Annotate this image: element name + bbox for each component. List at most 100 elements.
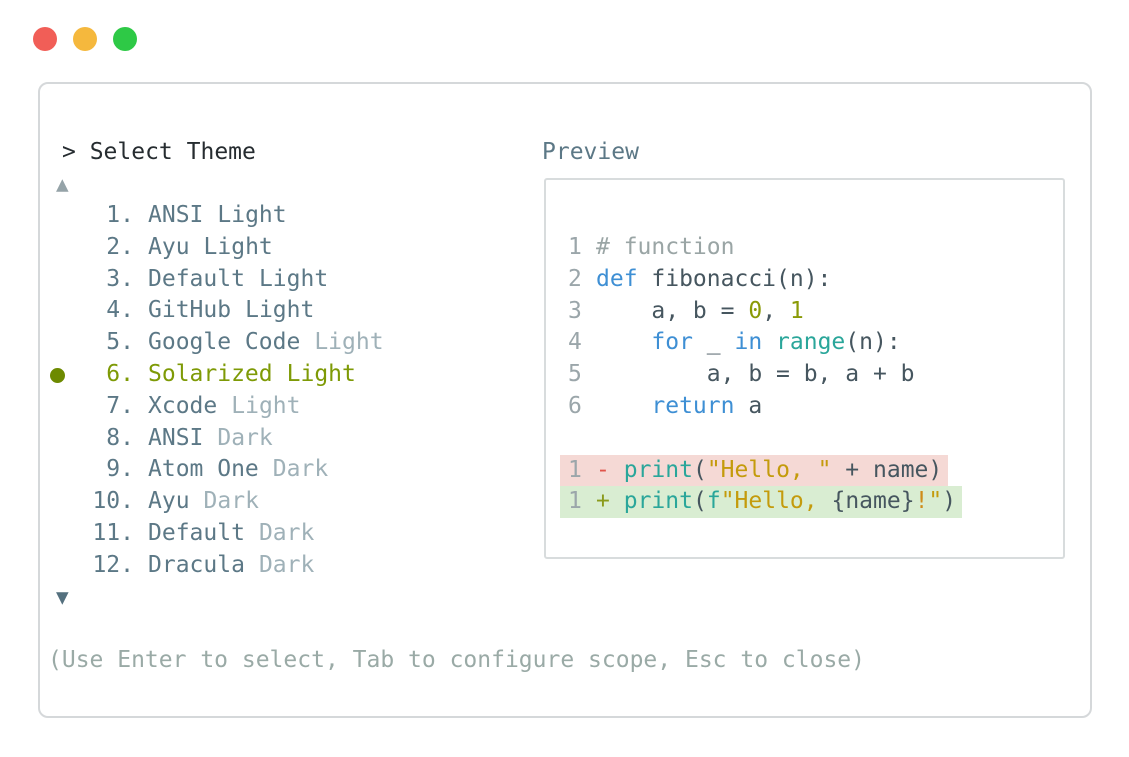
- code-token-plain: (: [692, 488, 707, 515]
- line-number: 4: [568, 329, 582, 356]
- code-token-keyword: in: [734, 329, 763, 356]
- code-line-content: [560, 423, 602, 455]
- theme-item-variant: Dark: [203, 488, 259, 515]
- code-token-function: range: [776, 329, 846, 356]
- traffic-light-minimize-button[interactable]: [73, 27, 97, 51]
- theme-item-number: 8.: [106, 424, 134, 451]
- code-token-string: ": [928, 488, 943, 515]
- theme-item-variant: Light: [245, 297, 315, 324]
- code-line-content: 6 return a: [560, 391, 768, 423]
- code-token-plain: [762, 329, 776, 355]
- theme-item-name: Google Code: [148, 329, 301, 356]
- picker-title: > Select Theme: [62, 139, 256, 165]
- line-number: 1: [568, 456, 582, 483]
- code-token-plain: (: [692, 456, 707, 483]
- preview-label: Preview: [542, 139, 639, 165]
- code-token-plain: ): [942, 488, 957, 515]
- line-number: 1: [568, 234, 582, 260]
- theme-item-number: 4.: [106, 297, 134, 324]
- code-line: 6 return a: [568, 391, 962, 423]
- selected-bullet-slot: [48, 232, 78, 264]
- code-line: 4 for _ in range(n):: [568, 327, 962, 359]
- selected-bullet-slot: [48, 486, 78, 518]
- traffic-light-zoom-button[interactable]: [113, 27, 137, 51]
- theme-item-number: 11.: [92, 519, 134, 546]
- theme-item-name: ANSI: [148, 202, 204, 228]
- selected-bullet-slot: [48, 264, 78, 296]
- theme-item-number: 1.: [106, 202, 134, 228]
- code-line: 1+ print(f"Hello, {name}!"): [560, 486, 963, 519]
- code-token-bang: !: [914, 488, 929, 515]
- line-number: 2: [568, 265, 582, 292]
- theme-item-name: Xcode: [148, 392, 218, 419]
- theme-item-ansi-dark[interactable]: 8. ANSI Dark: [48, 423, 518, 455]
- theme-item-variant: Dark: [217, 424, 273, 451]
- theme-item-xcode-light[interactable]: 7. Xcode Light: [48, 391, 518, 423]
- code-line: 3 a, b = 0, 1: [568, 296, 962, 328]
- theme-item-github-light[interactable]: 4. GitHub Light: [48, 295, 518, 327]
- theme-item-number: 9.: [106, 456, 134, 483]
- theme-item-name: Default: [148, 519, 245, 546]
- code-line: 5 a, b = b, a + b: [568, 359, 962, 391]
- scroll-down-icon[interactable]: ▼: [56, 585, 69, 609]
- code-line-content: 4 for _ in range(n):: [560, 327, 907, 359]
- code-token-plain: fibonacci(n):: [637, 265, 832, 292]
- theme-item-name: Atom One: [148, 456, 259, 483]
- theme-item-variant: Light: [286, 360, 356, 387]
- line-number: 3: [568, 297, 582, 324]
- theme-item-name: Ayu: [148, 488, 190, 515]
- selected-bullet-slot: [48, 327, 78, 359]
- selected-bullet-slot: [48, 295, 78, 327]
- theme-item-name: Dracula: [148, 551, 245, 578]
- theme-item-name: GitHub: [148, 297, 232, 324]
- theme-item-variant: Light: [231, 392, 301, 419]
- selected-bullet-slot: [48, 518, 78, 550]
- code-token-plain: _: [692, 329, 735, 356]
- code-token-plain: a: [734, 392, 763, 419]
- selected-bullet-slot: [48, 550, 78, 582]
- help-text: (Use Enter to select, Tab to configure s…: [48, 647, 865, 673]
- theme-item-name: Solarized: [148, 360, 273, 387]
- theme-item-number: 3.: [106, 265, 134, 292]
- code-token-keyword: for: [651, 329, 693, 356]
- code-token-string: "Hello,: [720, 488, 832, 515]
- code-token-plain: ,: [762, 297, 790, 324]
- code-token-plain: [610, 488, 624, 514]
- line-number: 1: [568, 488, 582, 515]
- theme-item-variant: Light: [203, 233, 273, 260]
- code-token-function: print: [623, 488, 693, 515]
- theme-item-variant: Light: [314, 329, 384, 356]
- traffic-light-close-button[interactable]: [33, 27, 57, 51]
- theme-item-name: Ayu: [148, 233, 190, 260]
- diff-removed-line: 1- print("Hello, " + name): [560, 454, 949, 487]
- theme-item-variant: Light: [258, 265, 329, 292]
- code-token-plus: +: [596, 488, 610, 515]
- code-token-plain: a, b =: [596, 297, 749, 324]
- code-token-string: "Hello, ": [706, 456, 832, 483]
- scroll-up-icon[interactable]: ▲: [56, 172, 69, 196]
- theme-item-name: ANSI: [148, 424, 204, 451]
- selected-bullet-slot: [48, 423, 78, 455]
- code-token-plain: (n):: [845, 329, 901, 356]
- code-line: [568, 423, 962, 455]
- code-line-content: 1 # function: [560, 232, 740, 264]
- code-token-comment: # function: [596, 234, 735, 260]
- theme-item-variant: Dark: [258, 551, 315, 578]
- code-token-plain: a, b = b, a + b: [596, 361, 915, 388]
- theme-item-number: 7.: [106, 392, 134, 419]
